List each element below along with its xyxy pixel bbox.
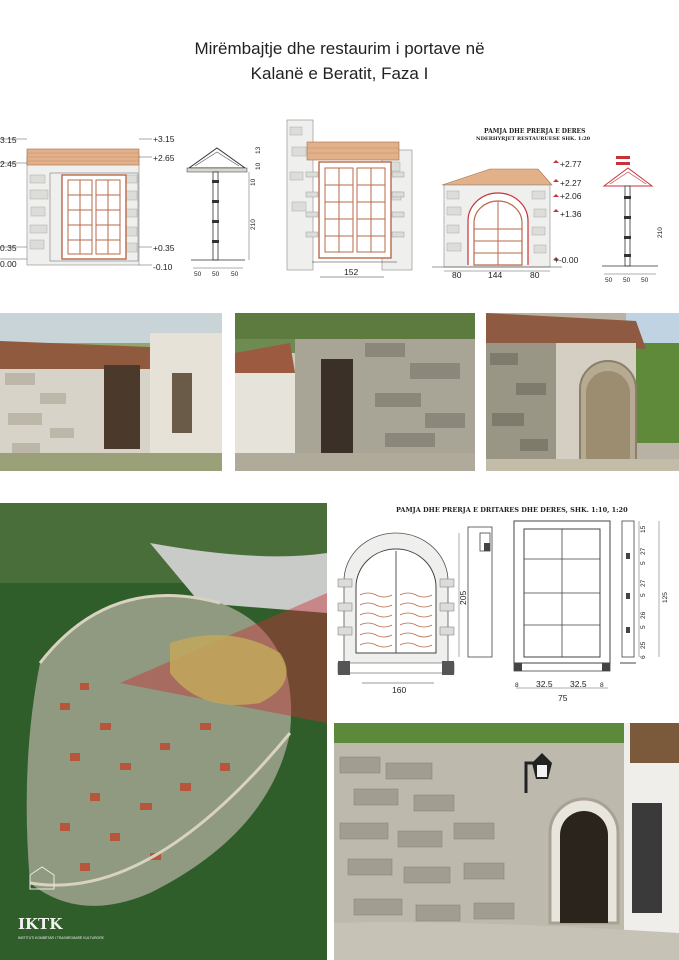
- dim-label: 210: [657, 227, 664, 238]
- dim-label: 27: [640, 547, 647, 555]
- level-label: 0.35: [0, 243, 17, 253]
- level-label: +2.77: [560, 159, 582, 169]
- width-label: 160: [392, 685, 406, 695]
- gate-section-drawing: 50 50 50 10 10 13 210: [183, 140, 265, 280]
- total-label: 75: [558, 693, 568, 703]
- iktk-logo: IKTK INSTITUTI KOMBËTAR I TRASHËGIMISË K…: [18, 866, 105, 940]
- level-label: 0.00: [0, 259, 17, 269]
- level-label: -0.10: [153, 262, 173, 272]
- level-label: +-0.00: [554, 255, 579, 265]
- level-label: +1.36: [560, 209, 582, 219]
- dim-label: 50: [231, 271, 239, 278]
- dim-label: 5: [640, 625, 647, 629]
- arched-gate-drawing: PAMJA DHE PRERJA E DERES NDERHYRJET REST…: [432, 125, 592, 283]
- dim-label: 5: [640, 593, 647, 597]
- title-line-2: Kalanë e Beratit, Faza I: [250, 64, 429, 83]
- level-label: 3.15: [0, 135, 17, 145]
- caption-line: PAMJA DHE PRERJA E DERES: [484, 128, 585, 135]
- page-title: Mirëmbajtje dhe restaurim i portave në K…: [0, 36, 679, 86]
- dim-label: 50: [641, 277, 649, 284]
- dim-label: 80: [530, 270, 540, 280]
- dim-label: 10: [250, 178, 257, 186]
- drawing-caption: PAMJA DHE PRERJA E DRITARES DHE DERES, S…: [396, 506, 628, 514]
- level-label: +2.65: [153, 153, 175, 163]
- dim-label: 10: [255, 162, 262, 170]
- level-label: +3.15: [153, 134, 175, 144]
- dim-label: 26: [640, 611, 647, 619]
- dim-label: 50: [194, 271, 202, 278]
- dim-label: 50: [623, 277, 631, 284]
- dim-label: 32.5: [536, 679, 553, 689]
- dim-label: 5: [640, 561, 647, 565]
- gate-photo-2: [235, 313, 475, 471]
- dim-label: 210: [250, 219, 257, 230]
- dim-label: 6: [640, 655, 647, 659]
- level-label: +2.27: [560, 178, 582, 188]
- dim-label: 27: [640, 579, 647, 587]
- gate-photo-1: [0, 313, 222, 471]
- dim-label: 50: [605, 277, 613, 284]
- title-line-1: Mirëmbajtje dhe restaurim i portave në: [194, 39, 485, 58]
- window-door-detail-drawing: PAMJA DHE PRERJA E DRITARES DHE DERES, S…: [334, 503, 679, 713]
- dim-label: 80: [452, 270, 462, 280]
- width-label: 152: [344, 267, 358, 277]
- aerial-castle-photo: IKTK INSTITUTI KOMBËTAR I TRASHËGIMISË K…: [0, 503, 327, 960]
- arched-gate-photo: [334, 723, 679, 960]
- dim-label: 144: [488, 270, 502, 280]
- gate-elevation-drawing: 3.15 2.45 0.35 0.00 +3.15 +2.65 +0.35 -0…: [0, 125, 180, 280]
- dim-label: 8: [600, 682, 604, 689]
- dim-label: 8: [515, 682, 519, 689]
- gate-restored-elevation: 152: [282, 112, 417, 287]
- dim-label: 50: [212, 271, 220, 278]
- svg-text:IKTK: IKTK: [18, 915, 63, 933]
- height-label: 205: [458, 591, 468, 605]
- level-label: 2.45: [0, 159, 17, 169]
- dim-label: 32.5: [570, 679, 587, 689]
- level-label: +0.35: [153, 243, 175, 253]
- caption-line: NDERHYRJET RESTAURUESE SHK. 1:20: [476, 136, 591, 142]
- svg-text:INSTITUTI KOMBËTAR I TRASHËGIM: INSTITUTI KOMBËTAR I TRASHËGIMISË KULTUR…: [18, 936, 105, 940]
- dim-label: 13: [255, 146, 262, 154]
- dim-label: 125: [662, 592, 669, 603]
- arched-gate-section: 50 50 50 210: [598, 148, 668, 286]
- gate-photo-3: [486, 313, 679, 471]
- dim-label: 15: [640, 525, 647, 533]
- dim-label: 25: [640, 641, 647, 649]
- level-label: +2.06: [560, 191, 582, 201]
